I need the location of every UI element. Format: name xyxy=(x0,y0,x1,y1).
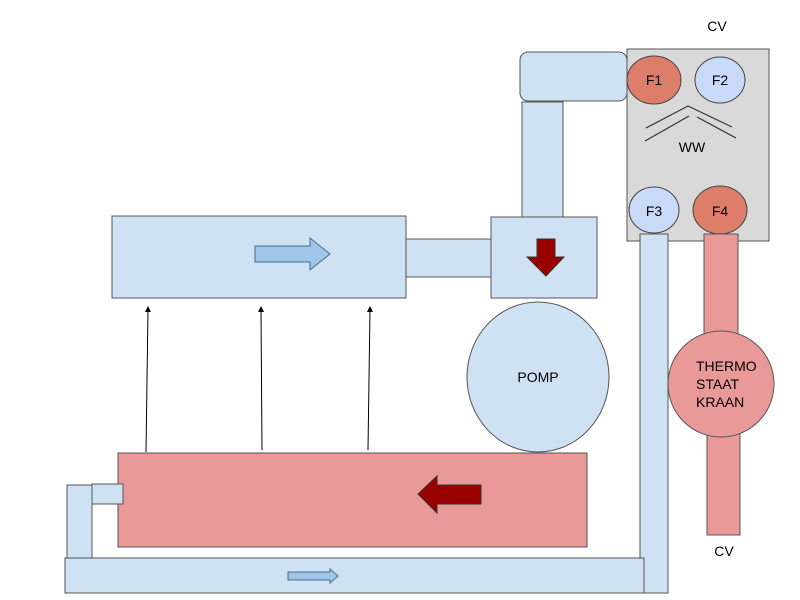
flow-arrow-left-icon xyxy=(417,474,482,515)
small-connector xyxy=(91,483,124,505)
flow-arrow-right-small-icon xyxy=(287,567,339,585)
top-bend-pipe xyxy=(519,51,628,102)
connector-f1 xyxy=(626,55,682,105)
valve-label-line3: KRAAN xyxy=(696,394,744,410)
pump xyxy=(466,301,610,453)
return-riser-pipe xyxy=(639,233,669,594)
connector-pipe xyxy=(405,238,492,278)
flow-arrow-down-icon xyxy=(525,238,566,277)
left-return-pipe xyxy=(66,484,93,559)
heat-arrow-3 xyxy=(366,306,373,451)
hot-pipe-upper xyxy=(703,233,739,337)
hot-pipe-lower xyxy=(706,431,741,536)
pump-label: POMP xyxy=(517,369,558,385)
ww-chevron-icon xyxy=(644,105,737,142)
valve-label-line2: STAAT xyxy=(696,376,739,392)
cv-top-label: CV xyxy=(707,18,727,34)
ww-label: WW xyxy=(679,139,706,155)
flow-arrow-right-icon xyxy=(254,236,331,272)
thermostat-valve xyxy=(667,330,775,438)
bottom-return-pipe xyxy=(64,557,645,594)
valve-label-line1: THERMO xyxy=(696,358,757,374)
f4-label: F4 xyxy=(712,203,729,219)
cv-bottom-label: CV xyxy=(714,543,734,559)
lower-hot-tank xyxy=(117,452,588,548)
f1-label: F1 xyxy=(646,72,663,88)
heat-arrow-1 xyxy=(144,306,151,453)
f3-label: F3 xyxy=(646,203,663,219)
connector-f3 xyxy=(628,186,680,234)
riser-pipe xyxy=(521,101,564,218)
f2-label: F2 xyxy=(712,72,729,88)
heat-arrow-2 xyxy=(258,306,265,451)
connector-f2 xyxy=(694,56,746,104)
